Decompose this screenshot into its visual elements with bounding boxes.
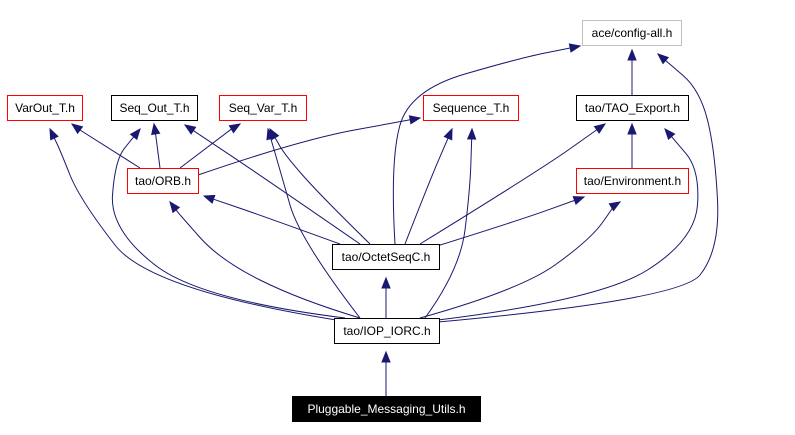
- edges-layer: [49, 43, 719, 396]
- arrowhead-icon: [593, 123, 607, 134]
- edge-line: [270, 138, 361, 319]
- arrowhead-icon: [151, 122, 161, 136]
- edge-line: [424, 138, 473, 319]
- edge-iop-to-varout: [49, 127, 337, 321]
- arrowhead-icon: [608, 201, 622, 212]
- arrowhead-icon: [183, 124, 197, 135]
- edge-line: [437, 60, 719, 323]
- edge-line: [392, 47, 571, 245]
- arrowhead-icon: [664, 127, 676, 141]
- node-box: [423, 95, 519, 121]
- arrowhead-icon: [228, 123, 242, 134]
- node-label: Sequence_T.h: [433, 101, 510, 115]
- node-iop[interactable]: tao/IOP_IORC.h: [334, 318, 440, 344]
- edge-octet-to-seqt: [404, 127, 453, 245]
- edge-line: [79, 129, 141, 169]
- arrowhead-icon: [572, 196, 586, 206]
- node-label: tao/IOP_IORC.h: [343, 324, 430, 338]
- node-seqt[interactable]: Sequence_T.h: [423, 95, 519, 121]
- edge-line: [419, 205, 614, 319]
- edge-octet-to-taoexp: [419, 123, 607, 245]
- edge-orb-to-seqout: [151, 122, 161, 169]
- edge-line: [175, 209, 361, 319]
- edge-line: [419, 129, 598, 245]
- node-varout[interactable]: VarOut_T.h: [7, 95, 83, 121]
- node-label: Pluggable_Messaging_Utils.h: [307, 402, 465, 416]
- edge-line: [154, 131, 161, 169]
- edge-env-to-taoexp: [627, 122, 637, 168]
- node-label: Seq_Out_T.h: [119, 101, 189, 115]
- nodes-layer: Pluggable_Messaging_Utils.h tao/IOP_IORC.…: [7, 20, 689, 422]
- arrowhead-icon: [202, 194, 216, 204]
- arrowhead-icon: [466, 127, 477, 140]
- arrowhead-icon: [627, 48, 637, 61]
- edge-orb-to-varout: [70, 123, 141, 169]
- node-label: Seq_Var_T.h: [229, 101, 298, 115]
- edge-iop-to-taoexp: [437, 127, 699, 321]
- edge-line: [111, 136, 346, 319]
- node-label: ace/config-all.h: [592, 26, 673, 40]
- edge-line: [274, 137, 371, 245]
- node-seqvar[interactable]: Seq_Var_T.h: [219, 95, 307, 121]
- node-box: [332, 244, 440, 270]
- node-octet[interactable]: tao/OctetSeqC.h: [332, 244, 440, 270]
- node-box: [111, 95, 198, 121]
- edge-iop-to-config: [437, 53, 719, 323]
- edge-octet-to-seqout: [183, 124, 361, 245]
- edge-line: [197, 119, 411, 176]
- node-label: tao/OctetSeqC.h: [342, 250, 431, 264]
- node-box: [292, 396, 481, 422]
- edge-iop-to-octet: [381, 276, 391, 318]
- node-config[interactable]: ace/config-all.h: [582, 20, 682, 46]
- edge-line: [213, 198, 341, 245]
- arrowhead-icon: [269, 127, 280, 141]
- edge-line: [193, 130, 361, 245]
- node-seqout[interactable]: Seq_Out_T.h: [111, 95, 198, 121]
- arrowhead-icon: [656, 53, 670, 65]
- node-orb[interactable]: tao/ORB.h: [127, 168, 199, 194]
- edge-iop-to-env: [419, 201, 622, 319]
- node-env[interactable]: tao/Environment.h: [576, 168, 689, 194]
- node-box: [582, 20, 682, 46]
- edge-pmu-to-iop: [381, 350, 391, 396]
- arrowhead-icon: [129, 127, 141, 141]
- edge-iop-to-orb: [169, 200, 361, 319]
- node-label: VarOut_T.h: [15, 101, 75, 115]
- arrowhead-icon: [169, 200, 181, 214]
- edge-line: [179, 128, 232, 169]
- node-box: [576, 168, 689, 194]
- node-box: [7, 95, 83, 121]
- arrowhead-icon: [49, 127, 59, 141]
- edge-iop-to-seqout: [111, 127, 346, 319]
- node-box: [576, 95, 689, 121]
- node-label: tao/ORB.h: [135, 174, 191, 188]
- edge-octet-to-env: [436, 196, 586, 247]
- node-box: [334, 318, 440, 344]
- node-pmu[interactable]: Pluggable_Messaging_Utils.h: [292, 396, 481, 422]
- node-taoexp[interactable]: tao/TAO_Export.h: [576, 95, 689, 121]
- edge-line: [53, 137, 337, 321]
- edge-line: [404, 137, 449, 245]
- node-box: [127, 168, 199, 194]
- arrowhead-icon: [627, 122, 637, 135]
- arrowhead-icon: [568, 43, 582, 53]
- edge-octet-to-orb: [202, 194, 341, 245]
- arrowhead-icon: [381, 350, 391, 363]
- edge-orb-to-seqvar: [179, 123, 242, 169]
- edge-line: [436, 199, 575, 247]
- arrowhead-icon: [70, 123, 84, 135]
- node-label: tao/TAO_Export.h: [585, 101, 680, 115]
- edge-iop-to-seqt: [424, 127, 477, 319]
- edge-octet-to-seqvar: [269, 127, 371, 245]
- edge-orb-to-seqt: [197, 115, 422, 176]
- edge-line: [437, 136, 699, 321]
- arrowhead-icon: [443, 127, 453, 141]
- arrowhead-icon: [408, 115, 422, 125]
- node-label: tao/Environment.h: [584, 174, 681, 188]
- arrowhead-icon: [381, 276, 391, 289]
- node-box: [219, 95, 307, 121]
- edge-taoexp-to-config: [627, 48, 637, 95]
- edge-octet-to-config: [392, 43, 582, 245]
